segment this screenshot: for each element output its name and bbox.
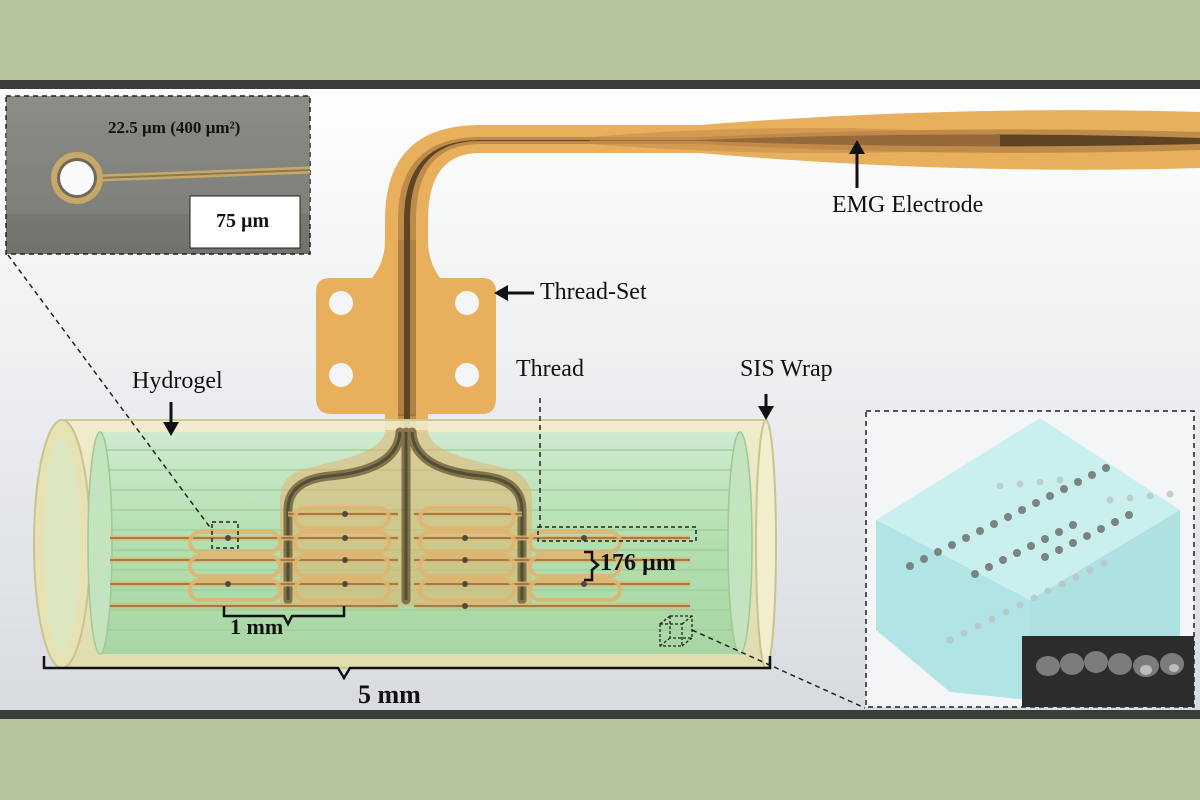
inset-leader-line (7, 254, 213, 531)
thread-set-label: Thread-Set (540, 279, 647, 305)
bottom-band (0, 710, 1200, 719)
sis-wrap-label: SIS Wrap (740, 356, 833, 382)
microscope-inset (5, 95, 311, 255)
hydrogel-label: Hydrogel (132, 368, 223, 394)
hydrogel-arrow-icon (163, 422, 179, 436)
cube-leader-line (691, 629, 866, 709)
top-band (0, 80, 1200, 89)
inset-scale-label: 75 µm (216, 210, 270, 232)
electrode-array (110, 427, 690, 609)
thread-label: Thread (516, 356, 584, 382)
emg-arrow-icon (849, 140, 865, 154)
thread-set-hole-icon (455, 363, 479, 387)
thread-highlight-box (537, 526, 697, 542)
thread-set-hole-icon (329, 291, 353, 315)
bracket-1mm (222, 606, 346, 627)
scale-brackets (42, 550, 772, 681)
thread-set-tab (316, 240, 496, 416)
scale-bar-box (189, 195, 301, 249)
spacing-label: 176 µm (600, 550, 676, 576)
cube-inset (865, 410, 1195, 708)
bracket-176um (584, 550, 600, 582)
emg-electrode-label: EMG Electrode (832, 192, 984, 218)
thread-set-hole-icon (329, 363, 353, 387)
inset-source-box (211, 521, 239, 549)
thread-set-arrow-icon (494, 285, 508, 301)
cube-source-icon (659, 615, 693, 647)
thread-set-hole-icon (455, 291, 479, 315)
emg-electrode-lead (385, 110, 1200, 431)
arrow-icons (163, 140, 865, 436)
inset-caption: 22.5 µm (400 µm²) (108, 118, 241, 137)
length-1mm-label: 1 mm (230, 614, 284, 639)
bracket-5mm (42, 656, 772, 681)
sis-wrap-arrow-icon (758, 406, 774, 420)
length-5mm-label: 5 mm (358, 680, 421, 709)
